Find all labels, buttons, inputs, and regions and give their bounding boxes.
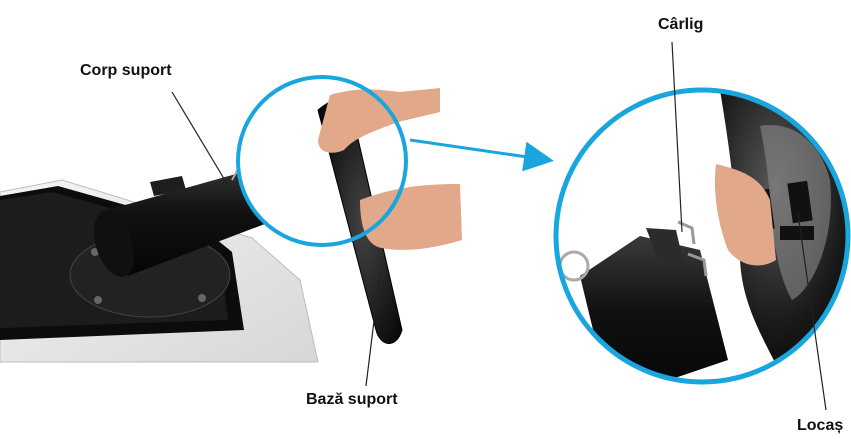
- label-carlig: Cârlig: [658, 16, 703, 34]
- label-corp-suport: Corp suport: [80, 62, 172, 80]
- closeup-circle: [556, 88, 851, 400]
- label-locas: Locaș: [797, 417, 843, 435]
- zoom-arrow: [410, 140, 548, 160]
- label-baza-suport: Bază suport: [306, 391, 398, 409]
